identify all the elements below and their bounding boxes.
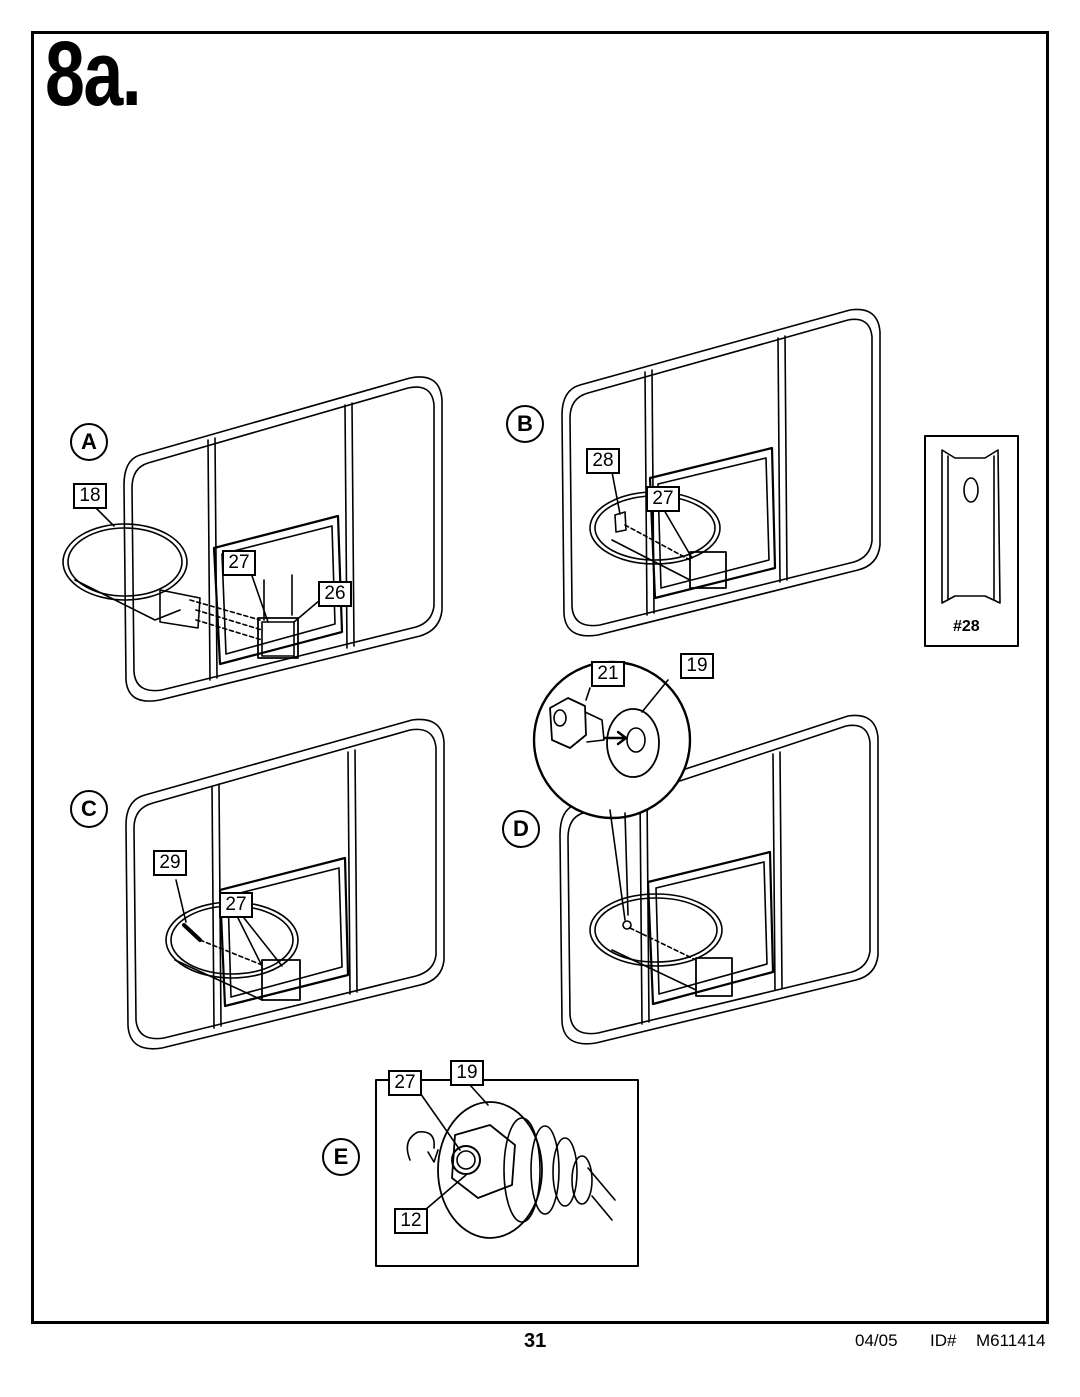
backboard-c-drawing	[125, 718, 445, 1050]
callout-part-19-e: 19	[450, 1060, 484, 1086]
part-28-inset-drawing	[924, 435, 1019, 647]
callout-part-27-c: 27	[219, 892, 253, 918]
panel-b-marker: B	[506, 405, 544, 443]
callout-part-26: 26	[318, 581, 352, 607]
backboard-a-drawing	[62, 376, 443, 702]
revision-date: 04/05	[855, 1331, 898, 1350]
panel-c-marker: C	[70, 790, 108, 828]
document-id-label: ID#	[930, 1331, 957, 1350]
panel-a-marker: A	[70, 423, 108, 461]
callout-part-19-d: 19	[680, 653, 714, 679]
step-title: 8a.	[45, 23, 142, 125]
page-border	[31, 31, 1049, 1324]
document-id: M611414	[976, 1331, 1046, 1350]
panel-e-marker: E	[322, 1138, 360, 1176]
page-number: 31	[524, 1330, 547, 1352]
hardware-detail-circle	[532, 660, 692, 921]
callout-part-28: 28	[586, 448, 620, 474]
callout-part-18: 18	[73, 483, 107, 509]
panel-d-marker: D	[502, 810, 540, 848]
backboard-d-drawing	[559, 714, 879, 1045]
callout-part-12: 12	[394, 1208, 428, 1234]
callout-part-27-a: 27	[222, 550, 256, 576]
callout-part-27-b: 27	[646, 486, 680, 512]
callout-part-21: 21	[591, 661, 625, 687]
callout-part-29: 29	[153, 850, 187, 876]
hardware-detail-e	[375, 1079, 639, 1267]
part-28-inset-label: #28	[953, 618, 980, 635]
callout-part-27-e: 27	[388, 1070, 422, 1096]
